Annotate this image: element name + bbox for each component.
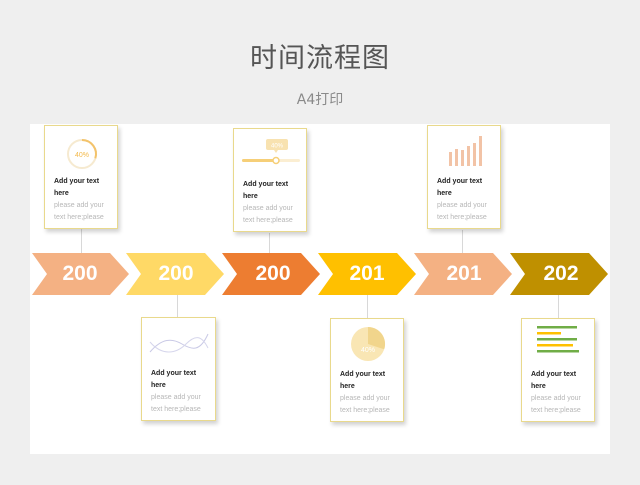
card-heading: Add your text here <box>243 181 289 200</box>
bar-chart-icon <box>449 136 482 166</box>
timeline-canvas <box>30 124 610 454</box>
card-heading: Add your text here <box>151 370 197 389</box>
timeline-step-label: 201 <box>349 262 385 285</box>
connector-line <box>462 230 463 255</box>
timeline-step-label: 200 <box>158 262 194 285</box>
timeline-step-label: 202 <box>543 262 579 285</box>
timeline-arrow-4 <box>318 253 416 295</box>
timeline-arrow-1 <box>32 253 129 295</box>
card-heading: Add your text here <box>531 371 577 390</box>
card-body: please add your text here;please <box>151 394 201 413</box>
card-body: please add your text here;please <box>340 395 390 414</box>
pie-chart-icon: 40% <box>351 326 386 361</box>
pie-chart-value: 40% <box>361 347 375 354</box>
card-body: please add your text here;please <box>243 205 293 224</box>
connector-line <box>177 292 178 318</box>
connector-line <box>269 233 270 255</box>
horizontal-bars-icon <box>537 326 579 353</box>
timeline-arrow-2 <box>126 253 224 295</box>
timeline-step-label: 200 <box>255 262 291 285</box>
card-body: please add your text here;please <box>54 202 104 221</box>
timeline-card: 40% Add your text here please add your t… <box>233 128 307 232</box>
timeline-card: Add your text here please add your text … <box>141 317 216 421</box>
slider-icon: 40% <box>242 139 300 165</box>
timeline-arrow-3 <box>222 253 320 295</box>
timeline-card: Add your text here please add your text … <box>427 125 501 229</box>
timeline-card: 40% Add your text here please add your t… <box>330 318 404 422</box>
timeline-step-label: 200 <box>62 262 98 285</box>
timeline-step-label: 201 <box>446 262 482 285</box>
slider-value: 40% <box>271 144 284 150</box>
wave-chart-icon <box>149 333 209 353</box>
connector-line <box>367 292 368 318</box>
connector-line <box>558 292 559 318</box>
timeline-arrow-5 <box>414 253 512 295</box>
page-title: 时间流程图 <box>250 43 390 74</box>
progress-ring-icon: 40% <box>67 139 97 169</box>
card-body: please add your text here;please <box>437 202 487 221</box>
timeline-card: Add your text here please add your text … <box>521 318 595 422</box>
timeline-arrow-6 <box>510 253 608 295</box>
page-subtitle: A4打印 <box>296 92 344 108</box>
progress-ring-value: 40% <box>75 152 89 159</box>
card-body: please add your text here;please <box>531 395 581 414</box>
card-heading: Add your text here <box>437 178 483 197</box>
card-heading: Add your text here <box>54 178 100 197</box>
timeline-card: 40% Add your text here please add your t… <box>44 125 118 229</box>
connector-line <box>81 229 82 255</box>
card-heading: Add your text here <box>340 371 386 390</box>
